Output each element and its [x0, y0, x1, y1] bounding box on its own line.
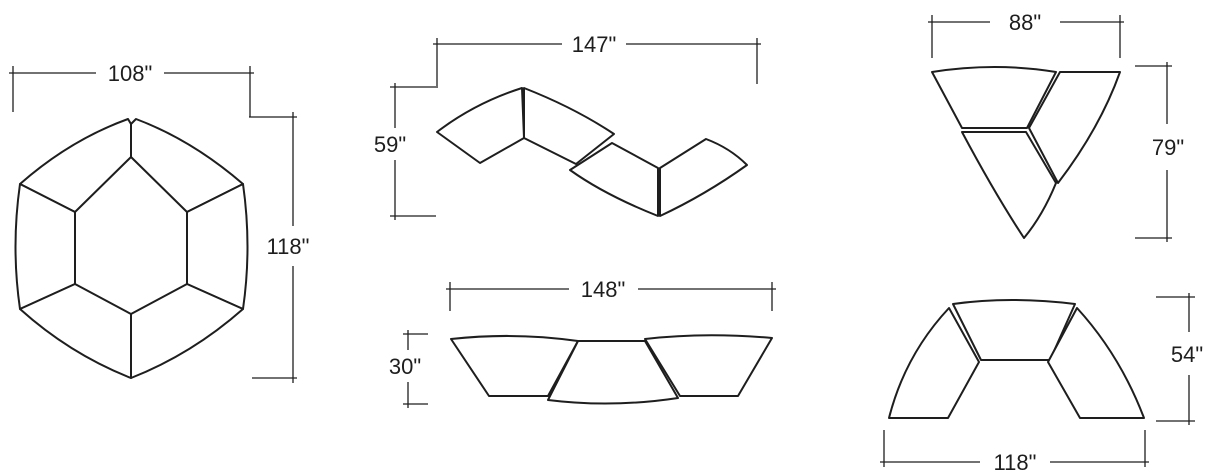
- zigzag-depth-dimension: 59": [374, 83, 436, 220]
- zigzag-depth-label: 59": [374, 132, 406, 157]
- hex-seat-bottom-right: [130, 283, 244, 379]
- zigzag-seat-2: [523, 87, 615, 165]
- triangle-depth-dimension: 79": [1135, 62, 1184, 242]
- zigzag-width-dimension: 147": [433, 32, 761, 88]
- arc-width-label: 118": [994, 450, 1037, 472]
- triangle-width-label: 88": [1009, 10, 1041, 35]
- arc-seat-top: [952, 299, 1076, 361]
- zigzag-seat-3: [569, 142, 659, 217]
- triangle-sectional: [931, 66, 1121, 239]
- hexagon-width-dimension: 108": [9, 61, 254, 117]
- zigzag-seat-1: [436, 87, 525, 164]
- curve-width-label: 148": [581, 277, 626, 302]
- hexagon-depth-label: 118": [267, 234, 310, 259]
- triangle-seat-bottom: [961, 131, 1057, 239]
- curve-seat-right: [644, 334, 773, 397]
- curve-depth-dimension: 30": [389, 330, 428, 408]
- hexagon-depth-dimension: 118": [249, 112, 309, 383]
- hexagon-sectional: [14, 118, 249, 379]
- arc-depth-label: 54": [1171, 342, 1203, 367]
- triangle-seat-top-left: [931, 66, 1057, 129]
- curve-seat-center: [547, 340, 679, 405]
- curve-width-dimension: 148": [446, 277, 776, 311]
- arc-sectional: [888, 299, 1145, 419]
- hexagon-width-label: 108": [108, 61, 153, 86]
- curved-sectional: [450, 334, 773, 405]
- triangle-seat-right: [1028, 71, 1121, 184]
- curve-depth-label: 30": [389, 354, 421, 379]
- triangle-depth-label: 79": [1152, 135, 1184, 160]
- zigzag-width-label: 147": [572, 32, 617, 57]
- zigzag-sectional: [436, 87, 748, 217]
- arc-seat-left: [888, 307, 980, 419]
- triangle-width-dimension: 88": [928, 10, 1124, 58]
- arc-seat-right: [1047, 307, 1145, 419]
- arc-width-dimension: 118": [880, 430, 1149, 472]
- zigzag-seat-4: [659, 138, 748, 217]
- arc-depth-dimension: 54": [1156, 293, 1203, 425]
